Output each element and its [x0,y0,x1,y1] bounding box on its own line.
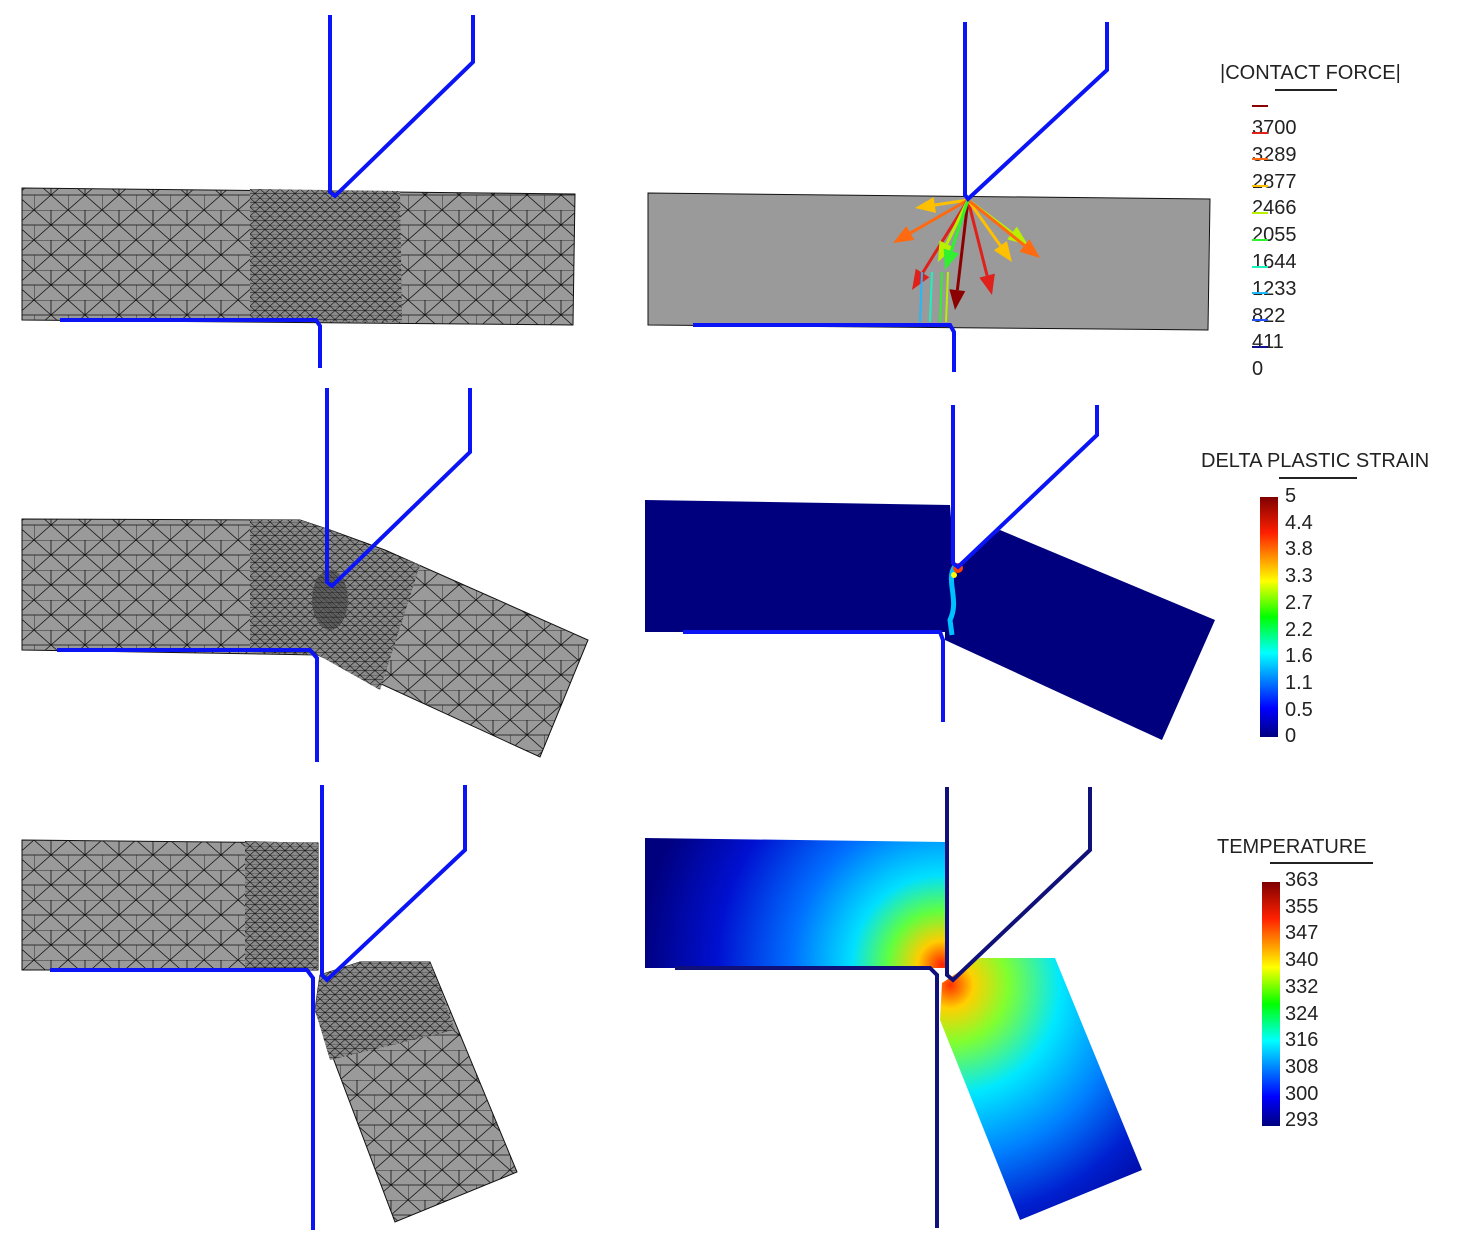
colorbar-tick-label: 316 [1285,1029,1319,1052]
plastic-strain-panel [645,405,1215,740]
mesh-panel-step3 [21,785,518,1230]
force-arrow-shaft [939,271,943,323]
punch-tool [328,15,475,199]
workpiece-temperature-field [645,838,945,968]
colorbar-tick-label: 1.6 [1285,645,1313,668]
force-arrow-shaft [955,199,970,291]
sheared-piece-temperature-field [940,958,1142,1220]
highly-refined-zone [312,570,348,630]
force-arrow-shaft [966,199,1002,247]
color-swatch [1252,238,1268,241]
colorbar-tick-label: 363 [1285,869,1319,891]
colorbar-tick-label: 300 [1285,1082,1319,1105]
colorbar [1262,882,1280,1126]
title-underline [1270,862,1373,864]
punch-tool [325,388,472,589]
color-swatch [1252,185,1268,188]
punch-tool [945,787,1092,983]
force-arrow-head [912,268,930,290]
legend-title: TEMPERATURE [1217,836,1367,858]
force-arrow-head [943,248,959,270]
temperature-panel [645,787,1142,1228]
colorbar [1260,497,1278,737]
force-arrow-shaft [945,271,949,323]
title-underline [1279,477,1357,479]
mesh-panel-step2 [21,388,589,762]
colorbar-tick-label: 3.8 [1285,538,1313,561]
colorbar-tick-label: 0 [1285,725,1297,748]
punch-tool [320,785,467,983]
force-arrow-head [1007,226,1028,245]
force-arrow-shaft [949,199,970,252]
color-swatch [1252,131,1268,134]
color-swatch [1252,319,1268,322]
color-swatch [1252,345,1268,348]
color-swatch [1252,104,1268,107]
color-swatch [1252,292,1268,295]
force-arrow-shaft [934,198,969,207]
die-tool [693,323,956,372]
colorbar-tick-label: 4.4 [1285,511,1313,534]
colorbar-tick-label: 5 [1285,485,1297,507]
force-arrow-shaft [919,271,923,323]
colorbar-tick-label: 355 [1285,895,1319,918]
die-tool [675,966,939,1228]
force-arrow-head [915,197,936,213]
colorbar-tick-label: 3.3 [1285,565,1313,588]
force-arrow-shaft [929,271,933,323]
contact-force-arrows [893,197,1040,323]
contact-force-panel [647,22,1211,372]
punch-tool [951,405,1099,570]
colorbar-tick-label: 324 [1285,1002,1319,1025]
title-underline [1275,89,1337,91]
die-tool [60,318,322,368]
temperature-legend: TEMPERATURE 363 355 347 340 332 324 316 308 300 2… [1217,836,1373,1131]
legend-title: DELTA PLASTIC STRAIN [1201,450,1430,472]
colorbar-tick-label: 0.5 [1285,698,1313,721]
plastic-strain-legend: DELTA PLASTIC STRAIN 5 4.4 3.8 3.3 2.7 2.2 1.6… [1201,450,1430,747]
mesh-panel-step1 [21,15,576,368]
strain-hotspot-rim [951,572,957,578]
refined-mesh-zone [315,962,455,1060]
colorbar-tick-label: 1.1 [1285,671,1313,694]
color-swatch [1252,265,1268,268]
colorbar-tick-label: 308 [1285,1055,1319,1078]
workpiece-strain-field [645,500,1215,740]
force-arrow-head [1019,239,1040,258]
die-tool [57,648,319,762]
colorbar-tick-label: 347 [1285,922,1319,945]
legend-title: |CONTACT FORCE| [1220,62,1401,84]
force-arrow-head [949,289,966,310]
strain-band [947,564,958,636]
color-swatch [1252,211,1268,214]
colorbar-tick-label: 340 [1285,949,1319,972]
color-swatch [1252,158,1268,161]
force-arrow-shaft [921,199,970,274]
force-arrow-head [993,241,1012,262]
colorbar-tick-label: 2.2 [1285,618,1313,641]
colorbar-tick-label: 332 [1285,975,1319,998]
colorbar-tick-label: 293 [1285,1109,1319,1132]
force-arrow-shaft [966,199,989,276]
refined-mesh-zone [245,841,318,970]
force-arrow-shaft [967,198,1026,247]
die-tool [683,630,945,722]
force-arrow-shaft [909,198,969,235]
punch-tool [963,22,1109,202]
colorbar-tick-label: 2.7 [1285,591,1313,614]
die-tool [50,968,315,1230]
legend-entry: 0 [1252,335,1278,381]
force-arrow-head [893,226,915,243]
legend-label: 0 [1252,358,1264,381]
force-arrow-head [979,273,995,295]
refined-mesh-zone [250,189,402,322]
